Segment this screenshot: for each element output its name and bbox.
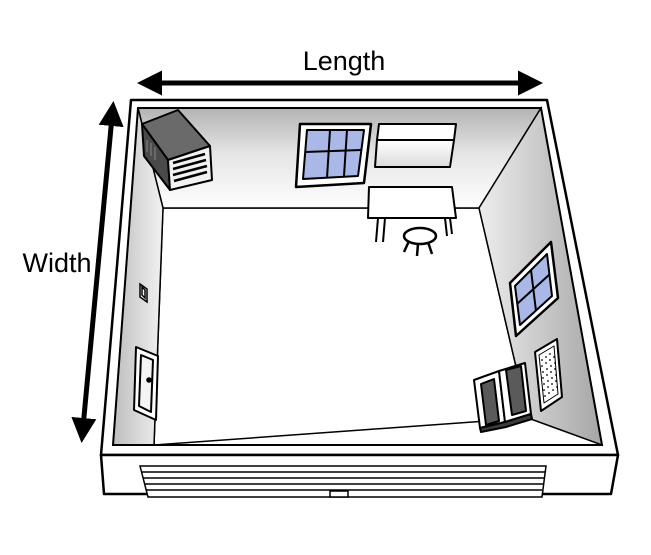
switch-plate-icon [139,282,148,304]
vent-grille-icon [534,338,563,412]
cabinet-icon [374,123,457,168]
heater-icon [473,362,533,433]
floor [153,207,529,446]
width-dimension: Width [22,101,124,443]
door-icon [133,346,159,421]
inner-rim [111,107,604,446]
window-icon [508,240,560,338]
room-shell [99,98,620,498]
front-wall-louver [139,465,547,498]
desk-icon [367,186,457,243]
stool-icon [402,226,438,257]
length-dimension: Length [137,46,543,96]
air-conditioner-icon [141,109,213,191]
width-arrow [71,101,124,443]
window-icon [294,122,373,189]
width-label: Width [22,248,91,278]
length-label: Length [303,46,386,76]
